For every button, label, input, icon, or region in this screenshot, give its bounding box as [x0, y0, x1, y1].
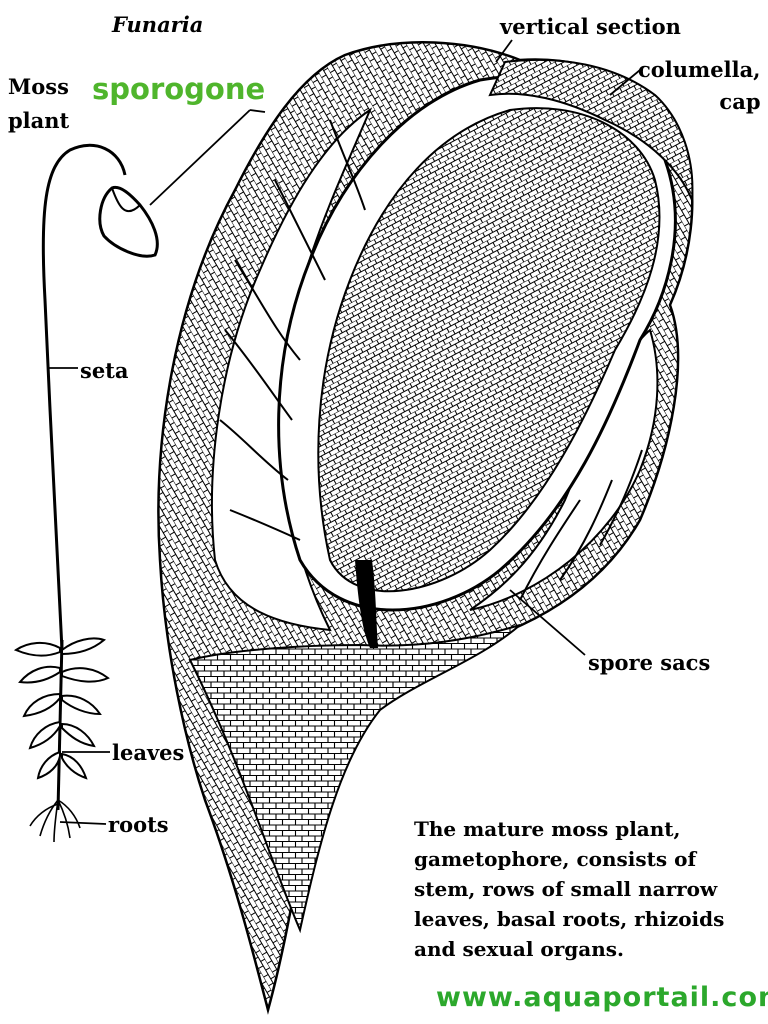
seta-label: seta: [80, 358, 129, 383]
seta-tissue: [355, 560, 378, 648]
leaves-label: leaves: [112, 740, 185, 765]
seta-stalk: [41, 143, 127, 651]
watermark-url: www.aquaportail.com: [436, 982, 768, 1013]
air-space-left: [211, 107, 373, 632]
columella-cap-label: columella, cap: [638, 57, 761, 114]
leaf-cluster: [13, 637, 110, 780]
roots-leader-line: [59, 821, 107, 825]
columella: [317, 107, 661, 593]
columella-leader-line: [609, 69, 641, 96]
spore-sacs-label: spore sacs: [588, 650, 711, 675]
moss-plant-drawing: [13, 143, 159, 843]
roots-label: roots: [108, 812, 169, 837]
trabeculae: [219, 119, 643, 601]
sporogone-label: sporogone: [92, 72, 266, 106]
vertical-section-leader-line: [495, 39, 513, 63]
sporogone-leader-line: [149, 109, 251, 206]
capsule-section: [157, 41, 694, 1015]
moss-plant-label: Moss plant: [8, 74, 70, 133]
vertical-section-label: vertical section: [500, 14, 681, 39]
apophysis: [188, 624, 521, 934]
capsule-small: [98, 185, 159, 258]
cap-region: [488, 58, 694, 201]
spore-sacs-leader-line: [509, 589, 586, 656]
leader-lines: [48, 39, 641, 825]
rhizoids: [29, 799, 81, 843]
diagram-title: Funaria: [112, 12, 204, 37]
description-text: The mature moss plant, gametophore, cons…: [414, 817, 725, 961]
